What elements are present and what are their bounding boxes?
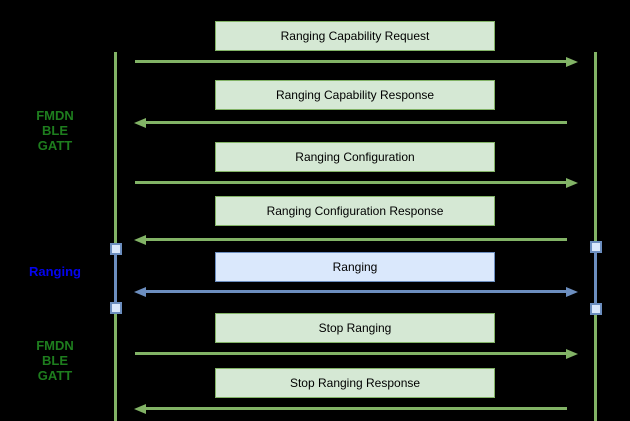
message-label: Stop Ranging Response: [289, 376, 421, 390]
section-label-line: FMDN: [36, 338, 74, 353]
message-arrow-line: [135, 352, 567, 355]
message-box: Stop Ranging Response: [215, 368, 495, 398]
message-label: Ranging Configuration Response: [266, 204, 444, 218]
message-label: Ranging Capability Response: [275, 88, 435, 102]
message-arrow-line: [145, 290, 567, 293]
activation-endpoint-left-bottom: [110, 302, 122, 314]
message-box: Ranging: [215, 252, 495, 282]
activation-bar-left: [114, 249, 117, 309]
arrow-head-right-icon: [566, 178, 578, 188]
lifeline-right: [594, 52, 597, 421]
arrow-head-left-icon: [134, 404, 146, 414]
section-label-line: GATT: [37, 138, 73, 153]
arrow-head-right-icon: [566, 57, 578, 67]
section-label-line: FMDN: [36, 108, 74, 123]
section-label: Ranging: [15, 264, 95, 279]
message-arrow-line: [135, 181, 567, 184]
section-label-line: GATT: [37, 368, 73, 383]
message-box: Ranging Capability Request: [215, 21, 495, 51]
arrow-head-left-icon: [134, 235, 146, 245]
arrow-head-left-icon: [134, 118, 146, 128]
arrow-head-left-icon: [134, 287, 146, 297]
activation-endpoint-right-top: [590, 241, 602, 253]
message-arrow-line: [145, 238, 567, 241]
message-label: Stop Ranging: [318, 321, 392, 335]
message-arrow-line: [145, 121, 567, 124]
message-box: Ranging Capability Response: [215, 80, 495, 110]
activation-endpoint-right-bottom: [590, 303, 602, 315]
message-box: Ranging Configuration: [215, 142, 495, 172]
activation-endpoint-left-top: [110, 243, 122, 255]
message-arrow-line: [145, 407, 567, 410]
section-label-line: Ranging: [29, 264, 81, 279]
message-box: Stop Ranging: [215, 313, 495, 343]
message-label: Ranging Configuration: [295, 150, 415, 164]
section-label-line: BLE: [42, 123, 68, 138]
message-arrow-line: [135, 60, 567, 63]
message-label: Ranging Capability Request: [280, 29, 430, 43]
message-label: Ranging: [332, 260, 378, 274]
message-box: Ranging Configuration Response: [215, 196, 495, 226]
arrow-head-right-icon: [566, 349, 578, 359]
lifeline-left: [114, 52, 117, 421]
section-label-line: BLE: [42, 353, 68, 368]
activation-bar-right: [594, 247, 597, 309]
arrow-head-right-icon: [566, 287, 578, 297]
